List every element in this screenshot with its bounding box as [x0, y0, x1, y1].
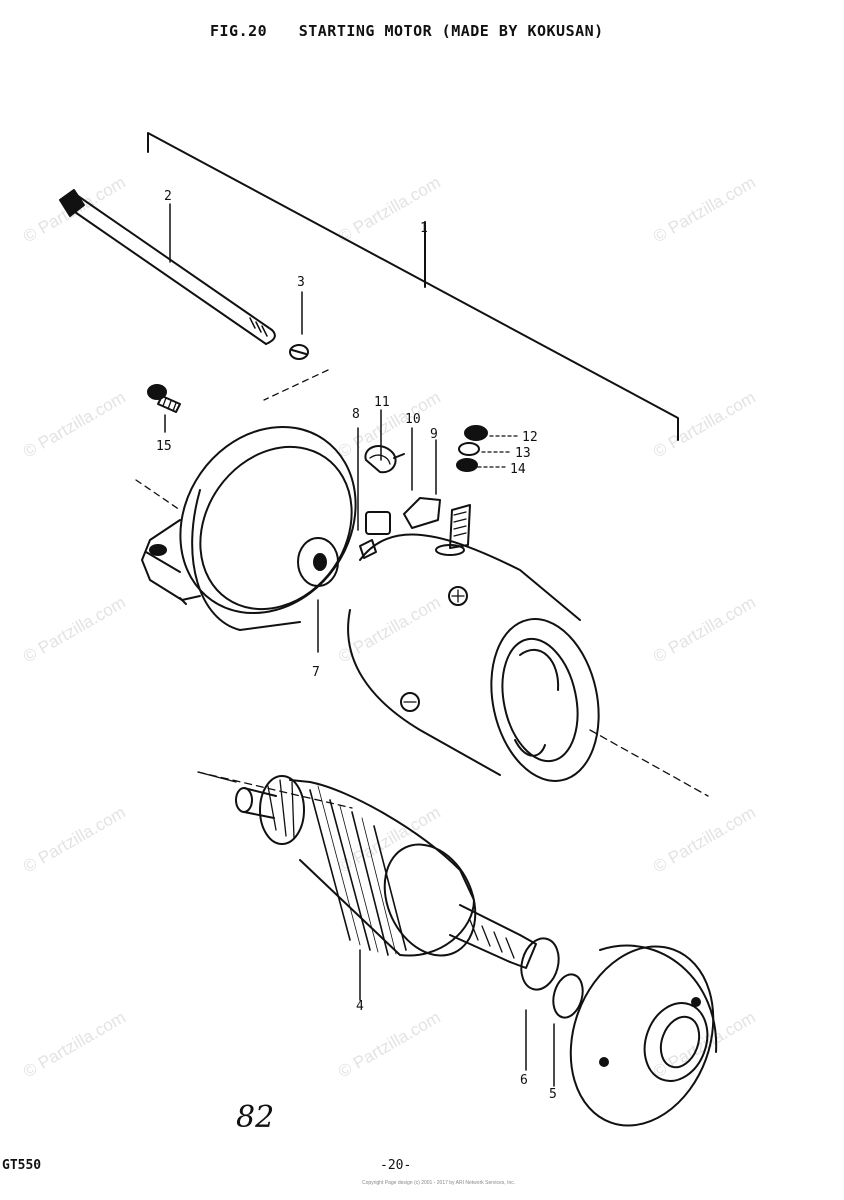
callout-6: 6 — [520, 1073, 528, 1088]
callout-3: 3 — [297, 275, 305, 290]
callout-14: 14 — [510, 462, 526, 477]
callout-7: 7 — [312, 665, 320, 680]
figure-title: STARTING MOTOR (MADE BY KOKUSAN) — [298, 22, 604, 40]
callout-13: 13 — [515, 446, 531, 461]
through-bolt-part — [59, 189, 276, 345]
callout-10: 10 — [405, 412, 421, 427]
callout-11: 11 — [374, 395, 390, 410]
model-label: GT550 — [2, 1158, 42, 1173]
end-housing-part — [569, 944, 718, 1127]
lock-washer-part — [289, 291, 309, 360]
armature-washers — [520, 937, 584, 1087]
callout-15: 15 — [156, 439, 172, 454]
callout-12: 12 — [522, 430, 538, 445]
diagram-title: FIG.20 STARTING MOTOR (MADE BY KOKUSAN) — [210, 22, 604, 40]
callout-5: 5 — [549, 1087, 557, 1102]
assembly-bracket — [147, 132, 679, 441]
terminal-stud-part — [435, 504, 471, 556]
thrust-washer-part — [297, 537, 339, 653]
copyright-line: Copyright Page design (c) 2001 - 2017 by… — [362, 1180, 516, 1186]
figure-number: FIG.20 — [210, 22, 268, 40]
terminal-nut-washers — [456, 425, 519, 472]
page-number: -20- — [380, 1158, 412, 1173]
armature-part — [235, 775, 537, 1001]
callout-9: 9 — [430, 427, 438, 442]
end-cover-part — [141, 425, 357, 631]
callout-8: 8 — [352, 407, 360, 422]
screw-part — [147, 384, 181, 433]
yoke-housing-part — [347, 533, 600, 782]
callout-1: 1 — [420, 221, 428, 236]
handwritten-note: 82 — [236, 1100, 275, 1135]
callout-2: 2 — [164, 189, 172, 204]
brush-assembly-part — [357, 409, 441, 559]
callout-4: 4 — [356, 999, 364, 1014]
